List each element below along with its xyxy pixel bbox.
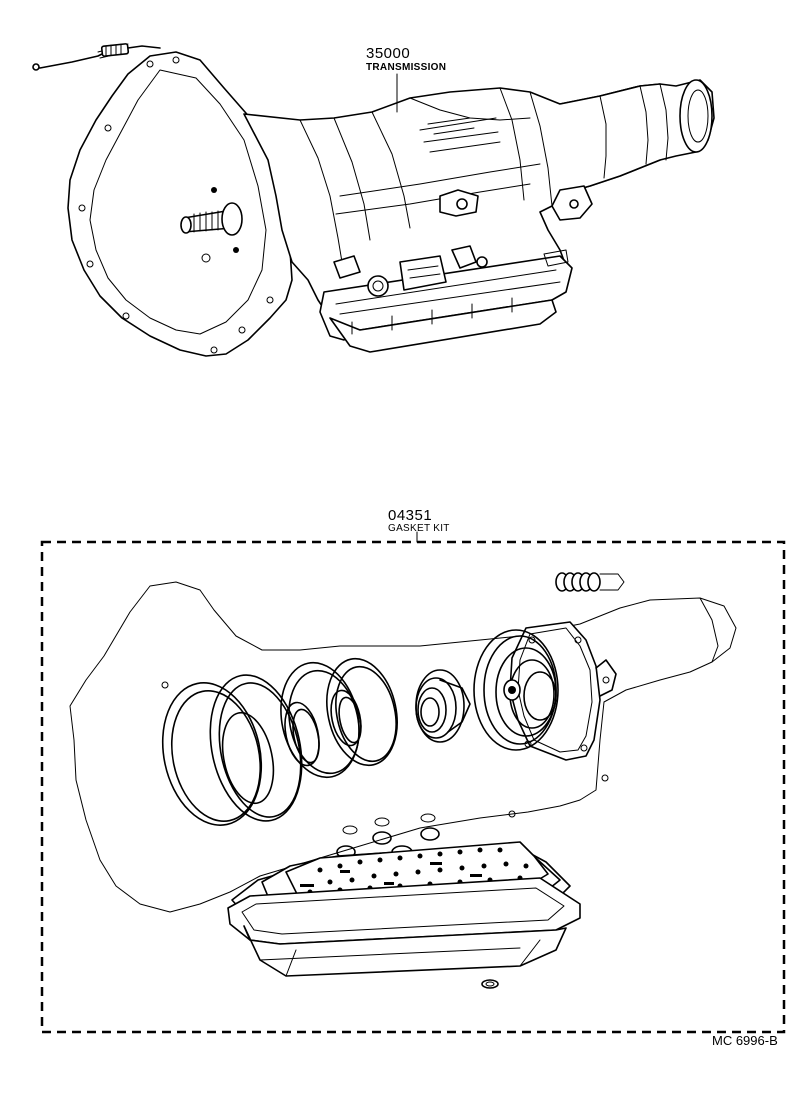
gasket-kit-part-number: 04351: [388, 507, 433, 524]
transmission-part-name: TRANSMISSION: [366, 62, 447, 73]
transmission-part-number: 35000: [366, 45, 411, 62]
gasket-kit-part-name: GASKET KIT: [388, 523, 450, 534]
gasket-kit-illustration: [69, 572, 737, 989]
transmission-illustration: [32, 43, 715, 357]
figure-code: MC 6996-B: [712, 1033, 778, 1048]
